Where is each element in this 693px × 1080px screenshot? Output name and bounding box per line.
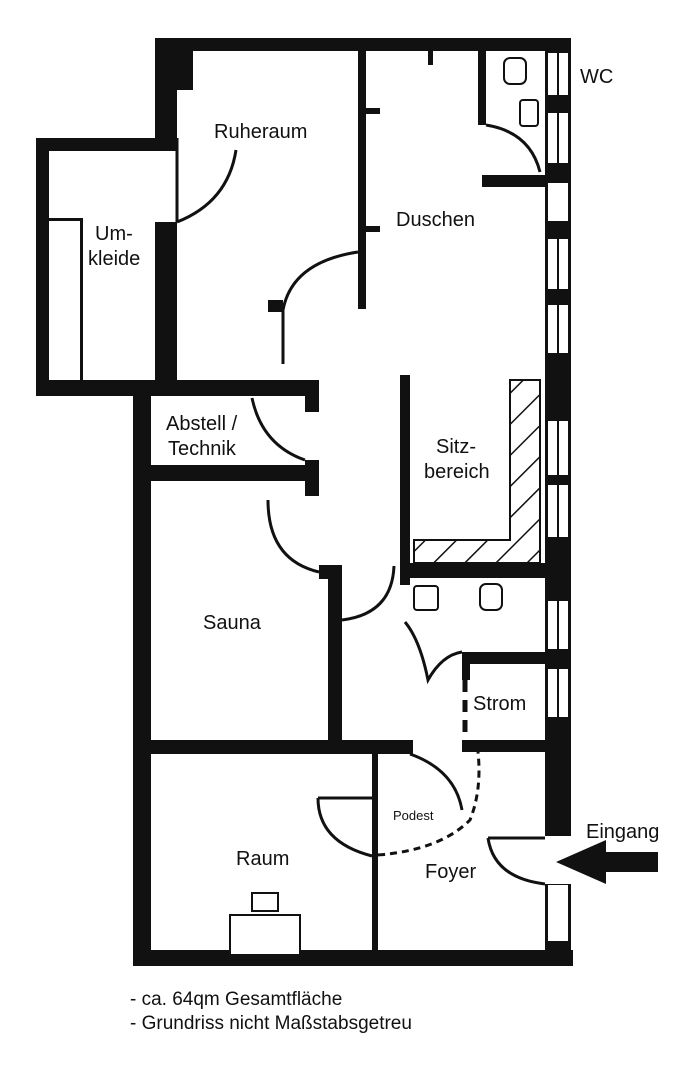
label-foyer: Foyer: [425, 861, 476, 883]
label-sauna: Sauna: [203, 612, 262, 634]
plan-notes: - ca. 64qm Gesamtfläche - Grundriss nich…: [130, 988, 412, 1036]
podest-outline: [377, 751, 481, 857]
toilet-icon: [479, 583, 503, 611]
label-abstell-2: Technik: [168, 438, 237, 460]
label-abstell-1: Abstell /: [166, 413, 238, 435]
windows-right: [546, 51, 570, 943]
label-sitz-1: Sitz-: [436, 436, 476, 458]
toilet-icon: [503, 57, 527, 85]
sink-icon: [519, 99, 539, 127]
label-umkleide-1: Um-: [95, 223, 133, 245]
sitzbereich-bench: [413, 379, 541, 564]
label-raum: Raum: [236, 848, 289, 870]
door-swings: [175, 123, 546, 886]
desk-icon: [229, 892, 301, 956]
note-scale: - Grundriss nicht Maßstabsgetreu: [130, 1013, 412, 1034]
label-podest: Podest: [393, 808, 434, 823]
note-area: - ca. 64qm Gesamtfläche: [130, 989, 343, 1010]
label-eingang: Eingang: [586, 821, 659, 843]
sink-icon: [413, 585, 439, 611]
label-wc: WC: [580, 66, 613, 88]
label-sitz-2: bereich: [424, 461, 490, 483]
label-duschen: Duschen: [396, 209, 475, 231]
interior-walls: [49, 51, 550, 950]
label-umkleide-2: kleide: [88, 248, 140, 270]
label-ruheraum: Ruheraum: [214, 121, 307, 143]
entrance-arrow-icon: [556, 840, 658, 884]
label-strom: Strom: [473, 693, 526, 715]
wc-fixtures: [413, 57, 539, 611]
